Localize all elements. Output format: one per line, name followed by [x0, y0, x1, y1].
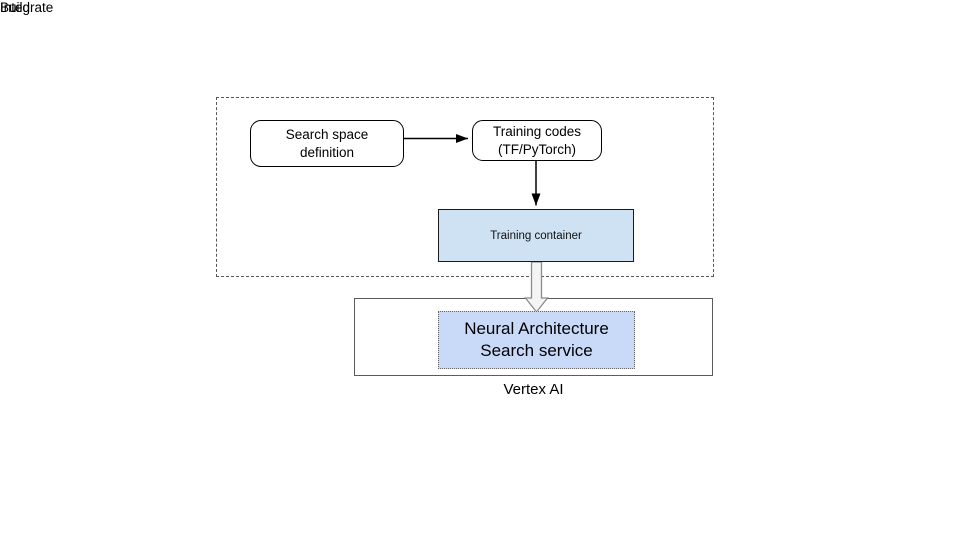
- node-training-container-label: Training container: [490, 229, 582, 242]
- node-training-container[interactable]: Training container: [438, 209, 634, 262]
- user-workflow-group-boundary: [216, 97, 714, 277]
- node-neural-architecture-search-service-label: Neural Architecture Search service: [464, 319, 609, 360]
- node-search-space-definition-label: Search space definition: [285, 126, 369, 160]
- edge-label-build: Build: [0, 0, 31, 15]
- node-training-codes[interactable]: Training codes (TF/PyTorch): [472, 120, 602, 161]
- node-search-space-definition[interactable]: Search space definition: [250, 120, 404, 167]
- vertex-ai-caption: Vertex AI: [503, 381, 564, 398]
- node-neural-architecture-search-service[interactable]: Neural Architecture Search service: [438, 311, 635, 369]
- node-training-codes-label: Training codes (TF/PyTorch): [492, 123, 582, 157]
- edge-label-integrate: Integrate: [0, 0, 54, 15]
